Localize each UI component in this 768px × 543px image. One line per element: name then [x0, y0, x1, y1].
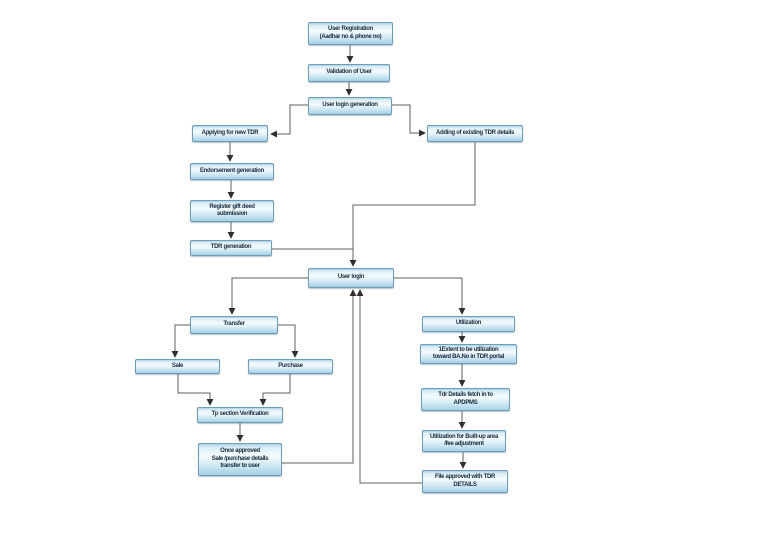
connector-adding-to-user-login	[349, 142, 476, 267]
connector-login-generation-to-adding	[392, 104, 426, 137]
node-adding-existing-tdr-details: Adding of existing TDR details	[427, 125, 523, 142]
node-file-approved: File approved with TDR DETAILS	[422, 470, 508, 493]
node-user-registration: User Registration (Aadhar no & phone no)	[308, 22, 393, 45]
connector-login-generation-to-applying	[270, 104, 308, 138]
node-extent-utilization: 1Extent to be utilization toward BA.No i…	[420, 344, 517, 364]
node-utilization: Utilization	[422, 316, 515, 332]
node-validation-of-user: Validation of User	[308, 64, 390, 82]
node-transfer: Transfer	[190, 316, 278, 334]
node-utilization-built-up: Utilization for Built-up area /fee adjus…	[422, 430, 506, 452]
node-endorsement-generation: Endorsement generation	[190, 163, 274, 180]
connector-file-approved-to-user-login	[356, 289, 422, 484]
connector-transfer-to-sale	[171, 324, 190, 358]
node-user-login: User login	[308, 268, 394, 288]
connector-once-approved-to-user-login	[282, 289, 357, 464]
connector-user-login-to-utilization	[394, 277, 466, 315]
connector-user-login-to-transfer	[228, 277, 308, 315]
node-register-gift-deed-submission: Register gift deed submission	[190, 200, 274, 222]
connector-transfer-to-purchase	[278, 324, 299, 358]
node-user-login-generation: User login generation	[308, 97, 392, 115]
node-purchase: Purchase	[248, 359, 333, 374]
node-tdr-generation: TDR generation	[190, 240, 272, 256]
node-sale: Sale	[135, 359, 220, 374]
node-applying-for-new-tdr: Applying for new TDR	[192, 125, 268, 142]
connector-sale-to-tp-verification	[177, 374, 214, 406]
node-tdr-details-fetch: Tdr Details fetch in to APDPMS	[421, 388, 510, 411]
node-once-approved: Once approved Sale /purchase details tra…	[198, 443, 282, 476]
node-tp-section-verification: Tp section Verification	[197, 407, 283, 423]
connector-purchase-to-tp-verification	[259, 374, 291, 406]
